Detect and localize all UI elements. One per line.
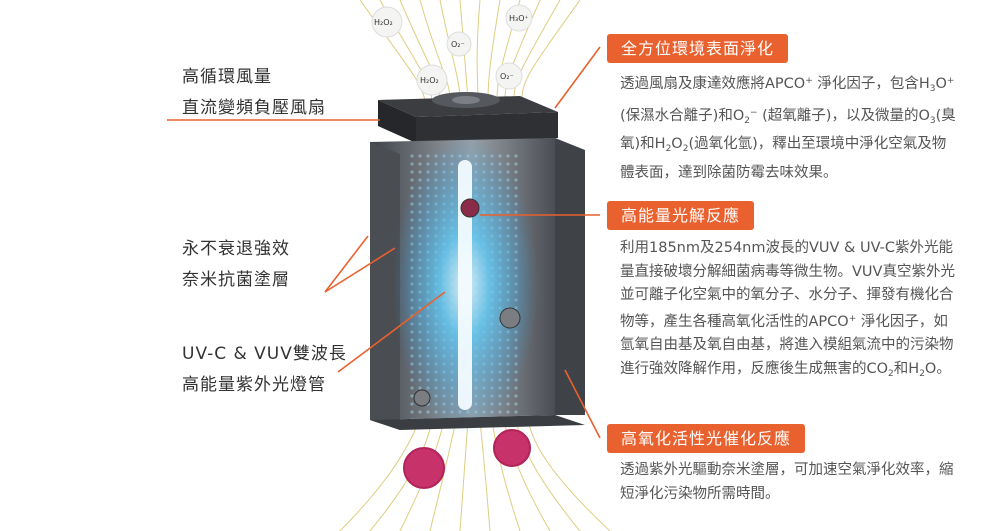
text-span: 淨化因子，如氫氧自由基及氧自由基，將進入模組氣流中的污染物進行強效降解作用，反應… — [620, 313, 954, 377]
svg-text:O₂⁻: O₂⁻ — [500, 72, 514, 81]
fan-label: 高循環風量 直流變頻負壓風扇 — [182, 62, 326, 124]
text-span: (保濕水合離子)和O — [620, 107, 745, 124]
text-span: 透過風扇及康達效應將APCO — [620, 76, 806, 92]
text-span: O — [671, 136, 683, 152]
text-span: (臭氧)和H — [620, 107, 956, 153]
text-span: (超氧離子)，以及微量的O — [757, 107, 930, 124]
section-body-photolysis: 利用185nm及254nm波長的VUV & UV-C紫外光能量直接破壞分解細菌病… — [620, 240, 955, 379]
lamp-label-line1: UV-C & VUV雙波長 — [182, 344, 347, 364]
purifier-body — [370, 135, 585, 435]
coating-label: 永不衰退強效 奈米抗菌塗層 — [182, 234, 290, 296]
text-span: 利用185nm及254nm波長的VUV & UV-C紫外光能量直接破壞分解細菌病… — [620, 240, 955, 330]
svg-text:H₃O⁺: H₃O⁺ — [509, 14, 529, 23]
coating-label-line2: 奈米抗菌塗層 — [182, 270, 290, 290]
text-span: 和H — [893, 360, 920, 377]
h2o2-label-top: H₂O₂ — [374, 18, 393, 27]
text-span: 淨化因子，包含H — [812, 76, 930, 92]
section-title-photolysis: 高能量光解反應 — [607, 201, 755, 230]
fan-label-line2: 直流變頻負壓風扇 — [182, 98, 326, 118]
molecule-bubbles: H₂O₂ H₃O⁺ O₂⁻ H₂O₂ O₂⁻ — [371, 4, 533, 96]
section-title-surface: 全方位環境表面淨化 — [607, 34, 789, 63]
svg-text:H₂O₂: H₂O₂ — [420, 76, 439, 85]
coating-label-line1: 永不衰退強效 — [182, 239, 290, 259]
section-title-photocatalysis: 高氧化活性光催化反應 — [607, 424, 806, 453]
text-span: O — [935, 76, 947, 92]
text-span: O。 — [924, 360, 951, 377]
virus-bottom — [403, 429, 531, 489]
lamp-label: UV-C & VUV雙波長 高能量紫外光燈管 — [182, 339, 347, 401]
section-body-surface: 透過風扇及康達效應將APCO+ 淨化因子，包含H3O+(保濕水合離子)和O2− … — [620, 76, 956, 181]
connector-lines — [167, 46, 601, 439]
text-span: (過氧化氫)，釋出至環境中淨化空氣及物體表面，達到除菌防霉去味效果。 — [620, 136, 947, 181]
fan-cap — [378, 92, 558, 143]
lamp-label-line2: 高能量紫外光燈管 — [182, 375, 326, 395]
section-body-photocatalysis: 透過紫外光驅動奈米塗層，可加速空氣淨化效率，縮短淨化污染物所需時間。 — [620, 459, 960, 506]
svg-text:O₂⁻: O₂⁻ — [451, 40, 465, 49]
virus-particles — [413, 198, 521, 407]
fan-label-line1: 高循環風量 — [182, 67, 272, 87]
text-span: 透過紫外光驅動奈米塗層，可加速空氣淨化效率，縮短淨化污染物所需時間。 — [620, 462, 954, 502]
